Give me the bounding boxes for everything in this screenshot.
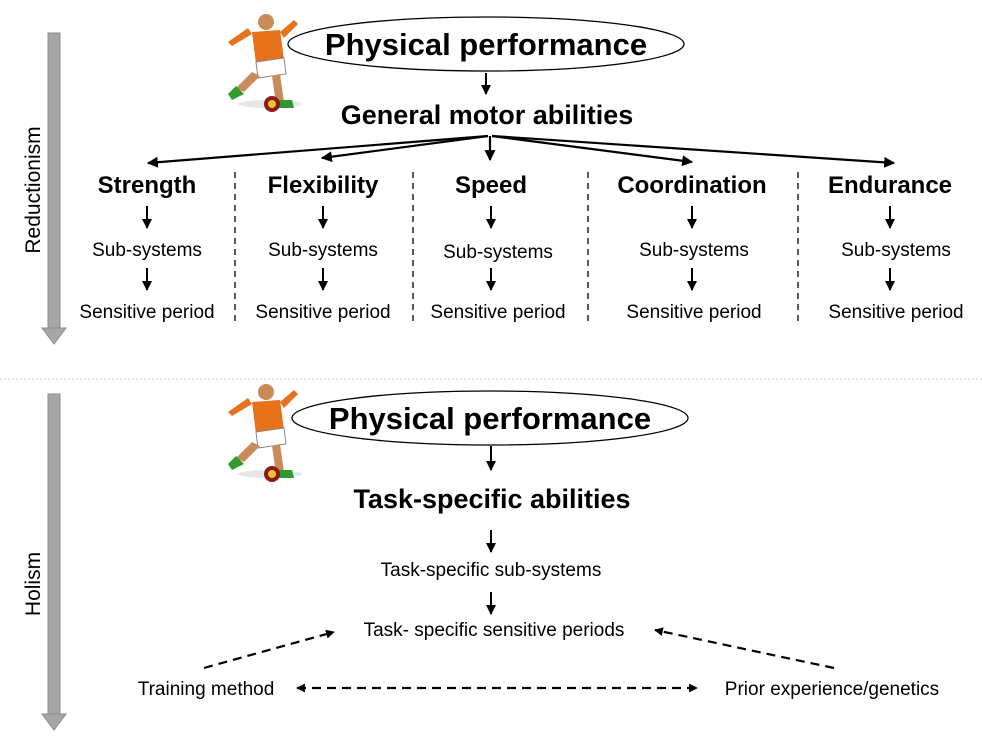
fanout-arrows xyxy=(146,134,896,168)
reductionism-side-arrow xyxy=(41,32,67,345)
reductionism-label: Reductionism xyxy=(22,126,45,253)
reductionism-title: Physical performance xyxy=(325,27,647,62)
ability-subsystems: Sub-systems xyxy=(841,240,951,261)
holism-subsystems: Task-specific sub-systems xyxy=(381,560,602,581)
reductionism-section: Reductionism Physical performance Genera… xyxy=(22,14,964,345)
ability-column-coordination: Coordination Sub-systems Sensitive perio… xyxy=(617,172,766,323)
ability-column-strength: Strength Sub-systems Sensitive period xyxy=(79,172,214,323)
reductionism-title-ellipse xyxy=(287,16,685,72)
ability-period: Sensitive period xyxy=(430,302,565,323)
ability-column-flexibility: Flexibility Sub-systems Sensitive period xyxy=(255,172,390,323)
holism-side-arrow xyxy=(41,393,67,731)
ability-name: Flexibility xyxy=(268,172,379,199)
holism-section: Holism Physical performance Task-specifi… xyxy=(22,384,939,731)
column-dividers xyxy=(234,172,799,325)
ability-name: Speed xyxy=(455,172,527,199)
holism-label: Holism xyxy=(22,552,45,616)
ability-subsystems: Sub-systems xyxy=(92,240,202,261)
holism-title: Physical performance xyxy=(329,401,651,436)
ability-column-endurance: Endurance Sub-systems Sensitive period xyxy=(828,172,964,323)
ability-period: Sensitive period xyxy=(626,302,761,323)
prior-experience-label: Prior experience/genetics xyxy=(725,679,939,700)
arrow-prior-to-periods xyxy=(654,627,835,670)
arrow-training-to-periods xyxy=(203,629,335,670)
training-method-label: Training method xyxy=(138,679,275,700)
holism-subtitle: Task-specific abilities xyxy=(353,484,630,514)
holism-title-ellipse xyxy=(291,390,689,446)
ability-name: Coordination xyxy=(617,172,766,199)
ability-subsystems: Sub-systems xyxy=(443,242,553,263)
ability-period: Sensitive period xyxy=(79,302,214,323)
ability-name: Strength xyxy=(98,172,197,199)
soccer-player-icon xyxy=(228,384,302,482)
ability-subsystems: Sub-systems xyxy=(268,240,378,261)
ability-column-speed: Speed Sub-systems Sensitive period xyxy=(430,172,565,323)
ability-period: Sensitive period xyxy=(255,302,390,323)
ability-subsystems: Sub-systems xyxy=(639,240,749,261)
soccer-player-icon xyxy=(228,14,302,112)
holism-periods: Task- specific sensitive periods xyxy=(364,620,625,641)
ability-period: Sensitive period xyxy=(828,302,963,323)
reductionism-subtitle: General motor abilities xyxy=(341,100,634,130)
interaction-arrows xyxy=(203,627,835,693)
ability-name: Endurance xyxy=(828,172,952,199)
